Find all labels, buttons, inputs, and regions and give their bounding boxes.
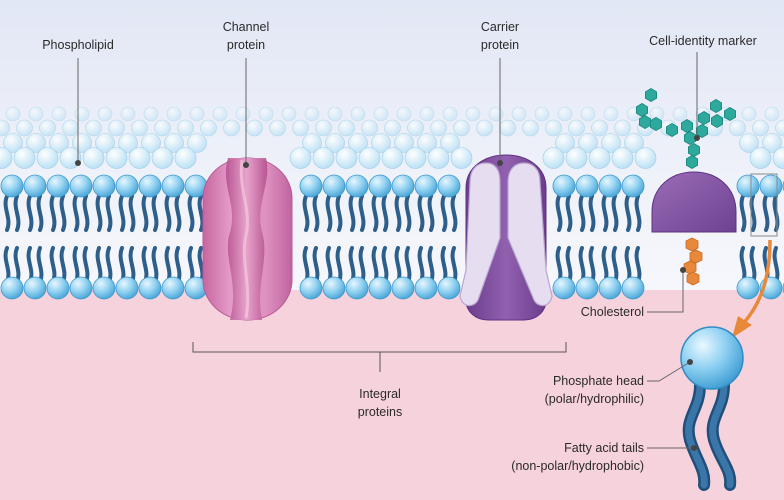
cell-identity-marker xyxy=(636,88,737,233)
label-cholesterol: Cholesterol xyxy=(581,305,644,319)
zoom-source-box xyxy=(750,173,778,237)
label-channel-line1: Channel xyxy=(223,20,270,34)
phosphate-head xyxy=(680,326,744,390)
outer-head-row xyxy=(0,174,784,198)
leader-lines xyxy=(77,52,698,449)
label-integral-line1: Integral xyxy=(359,387,401,401)
label-phosphate-head-note: (polar/hydrophilic) xyxy=(545,392,644,406)
label-phosphate-head: Phosphate head xyxy=(553,374,644,388)
label-integral-line2: proteins xyxy=(358,405,402,419)
inner-head-row xyxy=(0,276,784,300)
label-carrier-line1: Carrier xyxy=(481,20,519,34)
zoom-arrow xyxy=(732,239,772,338)
cholesterol-molecule xyxy=(683,237,703,286)
cytoplasm-background xyxy=(0,290,784,500)
label-channel-line2: protein xyxy=(227,38,265,52)
label-carrier-line2: protein xyxy=(481,38,519,52)
label-fatty-acid-tails: Fatty acid tails xyxy=(564,441,644,455)
back-head-rows xyxy=(0,106,784,169)
zoomed-phospholipid xyxy=(680,326,744,491)
leader-dots xyxy=(75,135,700,451)
sugar-chain xyxy=(636,88,736,169)
label-fatty-acid-tails-note: (non-polar/hydrophobic) xyxy=(511,459,644,473)
channel-protein xyxy=(202,157,293,321)
label-cell-identity-marker: Cell-identity marker xyxy=(649,34,757,48)
carrier-protein xyxy=(459,154,553,321)
integral-bracket xyxy=(192,342,567,372)
label-phospholipid: Phospholipid xyxy=(42,38,114,52)
